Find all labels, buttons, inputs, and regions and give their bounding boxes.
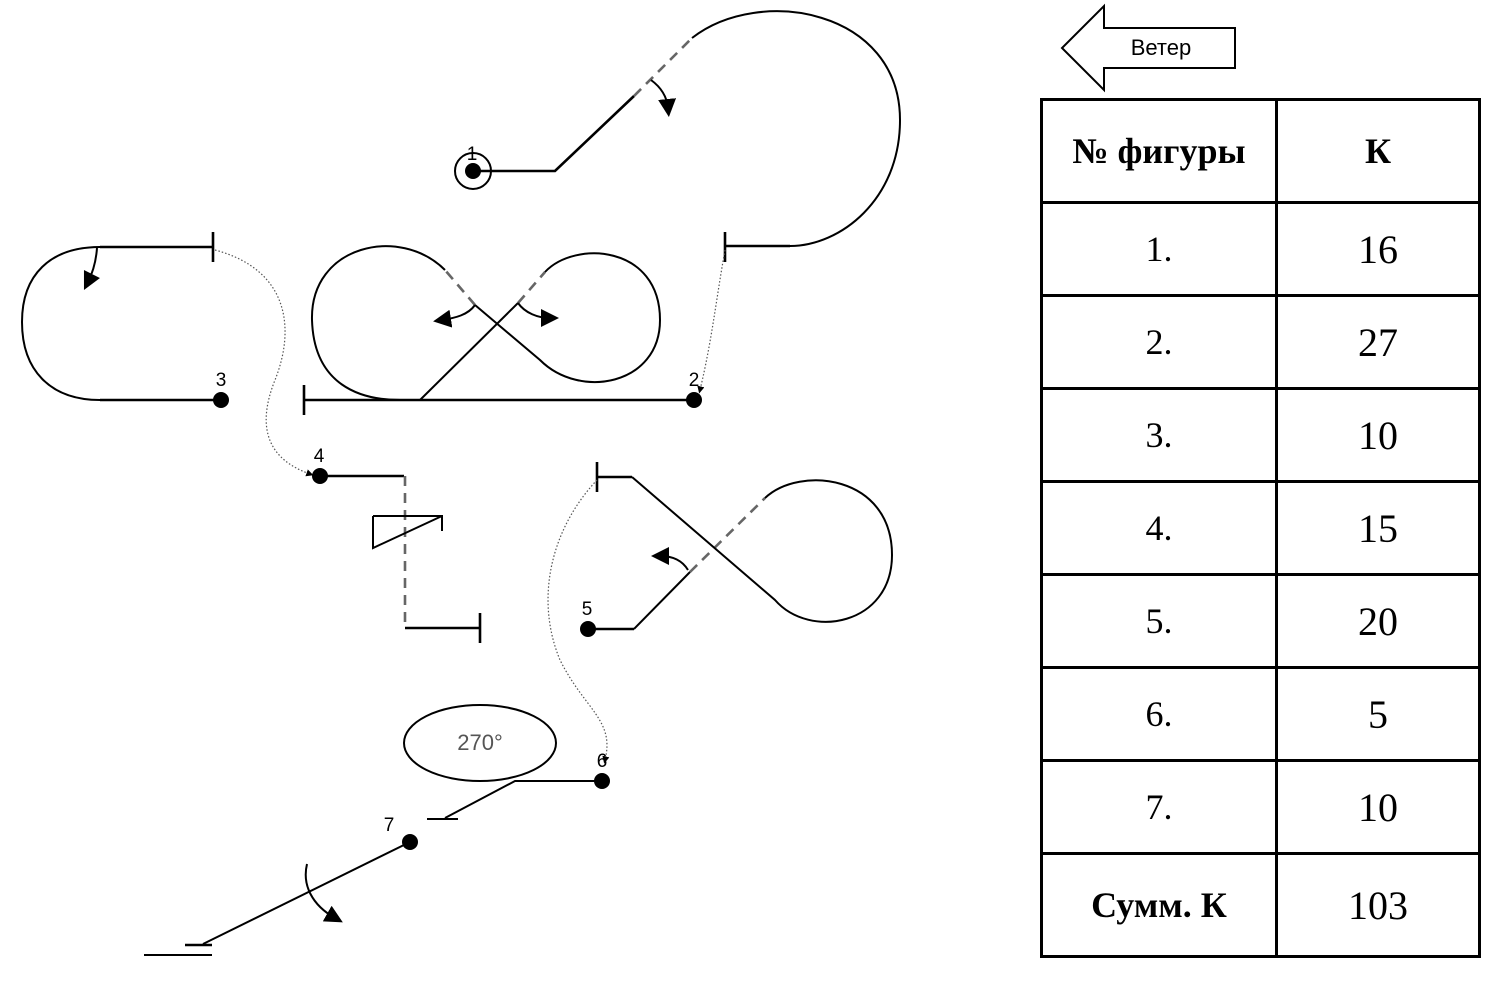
figure-5: 5 xyxy=(580,462,894,637)
figure-number-cell: 7. xyxy=(1040,759,1278,855)
header-k: К xyxy=(1275,98,1481,204)
rotation-annotation: 270° xyxy=(457,730,503,755)
figure-number-cell: 4. xyxy=(1040,480,1278,576)
header-figure-number: № фигуры xyxy=(1040,98,1278,204)
k-value-cell: 15 xyxy=(1275,480,1481,576)
figure-5-label: 5 xyxy=(582,599,593,620)
figure-4: 4 xyxy=(312,446,482,643)
figure-2: 2 xyxy=(302,245,702,415)
figure-number-cell: 2. xyxy=(1040,294,1278,390)
table-row: 7. 10 xyxy=(1040,759,1481,855)
figure-3-label: 3 xyxy=(216,370,227,391)
table-row: 4. 15 xyxy=(1040,480,1481,576)
roll-arrow-icon xyxy=(651,547,689,571)
roll-arrow-icon xyxy=(517,302,559,327)
connector-1-2 xyxy=(697,249,726,394)
k-value-cell: 5 xyxy=(1275,666,1481,762)
figure-number-cell: 5. xyxy=(1040,573,1278,669)
figure-6: 6 270° xyxy=(403,704,610,820)
k-value-cell: 20 xyxy=(1275,573,1481,669)
wind-label: Ветер xyxy=(1131,35,1191,60)
figure-2-label: 2 xyxy=(689,370,700,391)
rotation-ellipse xyxy=(403,704,557,782)
table-header-row: № фигуры К xyxy=(1040,98,1481,204)
roll-arrow-icon xyxy=(433,304,476,328)
table-row: 1. 16 xyxy=(1040,201,1481,297)
k-factor-table: № фигуры К 1. 16 2. 27 3. 10 4. 15 5. 20… xyxy=(1040,98,1481,958)
figure-1: 1 xyxy=(454,10,902,262)
k-value-cell: 16 xyxy=(1275,201,1481,297)
roll-arrow-icon xyxy=(650,79,677,117)
k-value-cell: 10 xyxy=(1275,759,1481,855)
figure-7-label: 7 xyxy=(384,815,395,836)
figure-4-label: 4 xyxy=(314,446,325,467)
k-value-cell: 10 xyxy=(1275,387,1481,483)
table-row: 6. 5 xyxy=(1040,666,1481,762)
figure-number-cell: 3. xyxy=(1040,387,1278,483)
figure-6-label: 6 xyxy=(597,751,608,772)
wind-arrow: Ветер xyxy=(1060,3,1236,93)
table-row: 2. 27 xyxy=(1040,294,1481,390)
figure-number-cell: 6. xyxy=(1040,666,1278,762)
figure-3: 3 xyxy=(20,232,229,408)
k-value-cell: 27 xyxy=(1275,294,1481,390)
connector-5-6 xyxy=(547,479,610,764)
table-row: 5. 20 xyxy=(1040,573,1481,669)
figure-1-label: 1 xyxy=(467,144,478,165)
figure-number-cell: 1. xyxy=(1040,201,1278,297)
table-total-row: Сумм. К 103 xyxy=(1040,852,1481,958)
connector-3-4 xyxy=(214,249,314,477)
roll-arrow-icon xyxy=(304,863,343,923)
total-value: 103 xyxy=(1275,852,1481,958)
figure-7: 7 xyxy=(144,815,418,956)
table-row: 3. 10 xyxy=(1040,387,1481,483)
roll-arrow-icon xyxy=(83,247,101,291)
total-label: Сумм. К xyxy=(1040,852,1278,958)
